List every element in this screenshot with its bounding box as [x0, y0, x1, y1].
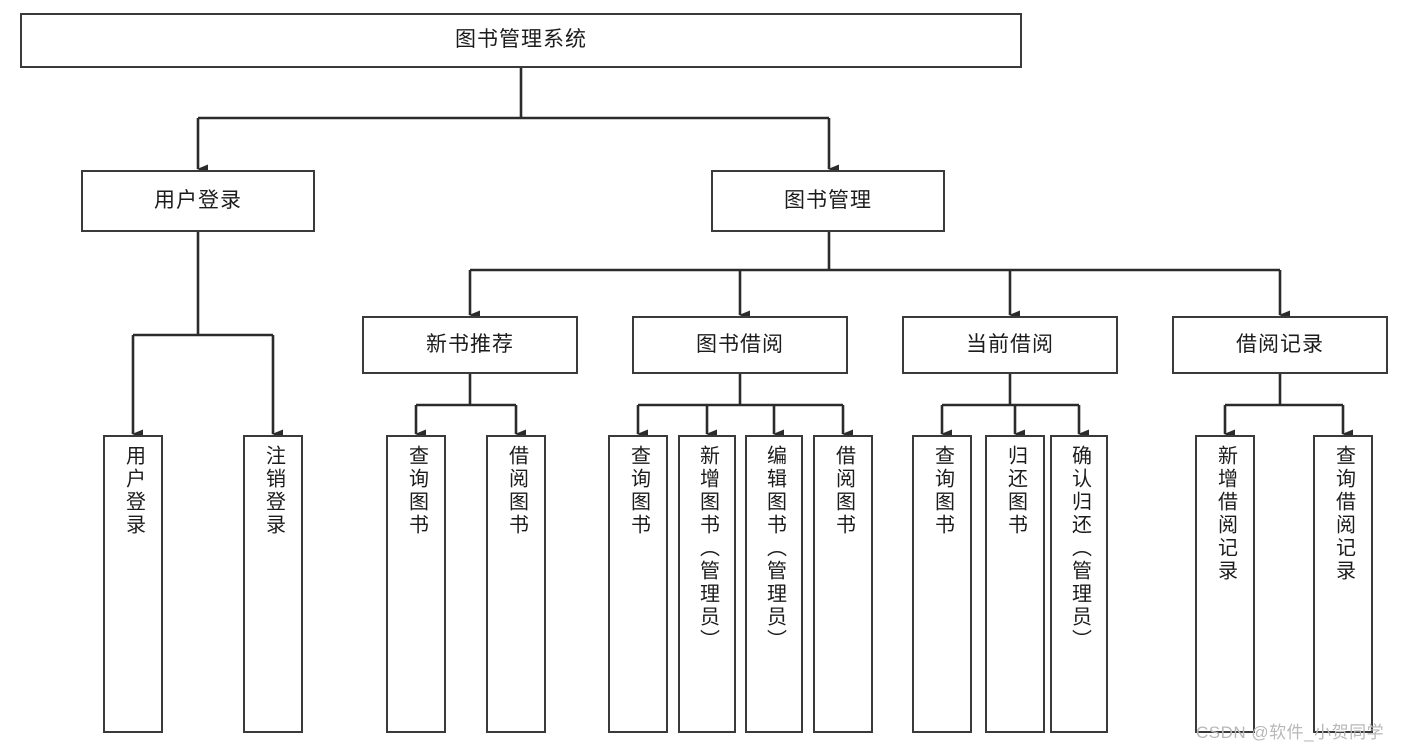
node-book-borrow[interactable]: 图书借阅: [632, 316, 848, 374]
node-new-book-rec[interactable]: 新书推荐: [362, 316, 578, 374]
node-label: 查询图书: [627, 445, 650, 537]
node-label: 归还图书: [1004, 445, 1027, 537]
node-leaf-add-book-admin[interactable]: 新增图书（管理员）: [678, 435, 736, 733]
node-user-login[interactable]: 用户登录: [81, 170, 315, 232]
node-label: 查询借阅记录: [1332, 445, 1355, 583]
node-leaf-confirm-return-admin[interactable]: 确认归还（管理员）: [1050, 435, 1108, 733]
node-label: 新书推荐: [426, 332, 514, 356]
node-leaf-rec-borrow-book[interactable]: 借阅图书: [486, 435, 546, 733]
node-borrow-record[interactable]: 借阅记录: [1172, 316, 1388, 374]
node-leaf-add-borrow-record[interactable]: 新增借阅记录: [1195, 435, 1255, 733]
node-leaf-borrow-book[interactable]: 借阅图书: [813, 435, 873, 733]
node-label: 借阅记录: [1236, 332, 1324, 356]
node-label: 新增借阅记录: [1214, 445, 1237, 583]
node-leaf-query-borrow-record[interactable]: 查询借阅记录: [1313, 435, 1373, 733]
node-root[interactable]: 图书管理系统: [20, 13, 1022, 68]
node-leaf-rec-query-book[interactable]: 查询图书: [386, 435, 446, 733]
edges: [131, 68, 1353, 439]
node-label: 图书借阅: [696, 332, 784, 356]
node-label: 查询图书: [405, 445, 428, 537]
node-label: 新增图书（管理员）: [696, 445, 719, 652]
node-label: 借阅图书: [505, 445, 528, 537]
node-label: 注销登录: [262, 445, 285, 537]
node-label: 编辑图书（管理员）: [763, 445, 786, 652]
node-label: 查询图书: [931, 445, 954, 537]
node-label: 用户登录: [122, 445, 145, 537]
node-current-borrow[interactable]: 当前借阅: [902, 316, 1118, 374]
node-label: 图书管理系统: [455, 28, 587, 52]
node-leaf-borrow-query-book[interactable]: 查询图书: [608, 435, 668, 733]
node-leaf-cur-query-book[interactable]: 查询图书: [912, 435, 972, 733]
node-leaf-user-login[interactable]: 用户登录: [103, 435, 163, 733]
node-label: 当前借阅: [966, 332, 1054, 356]
node-book-manage[interactable]: 图书管理: [711, 170, 945, 232]
node-label: 图书管理: [784, 188, 872, 212]
node-label: 借阅图书: [832, 445, 855, 537]
node-label: 用户登录: [154, 188, 242, 212]
watermark: CSDN @软件_小贺同学: [1196, 723, 1385, 742]
node-leaf-edit-book-admin[interactable]: 编辑图书（管理员）: [745, 435, 803, 733]
node-leaf-return-book[interactable]: 归还图书: [985, 435, 1045, 733]
node-leaf-user-logout[interactable]: 注销登录: [243, 435, 303, 733]
node-label: 确认归还（管理员）: [1068, 445, 1091, 652]
